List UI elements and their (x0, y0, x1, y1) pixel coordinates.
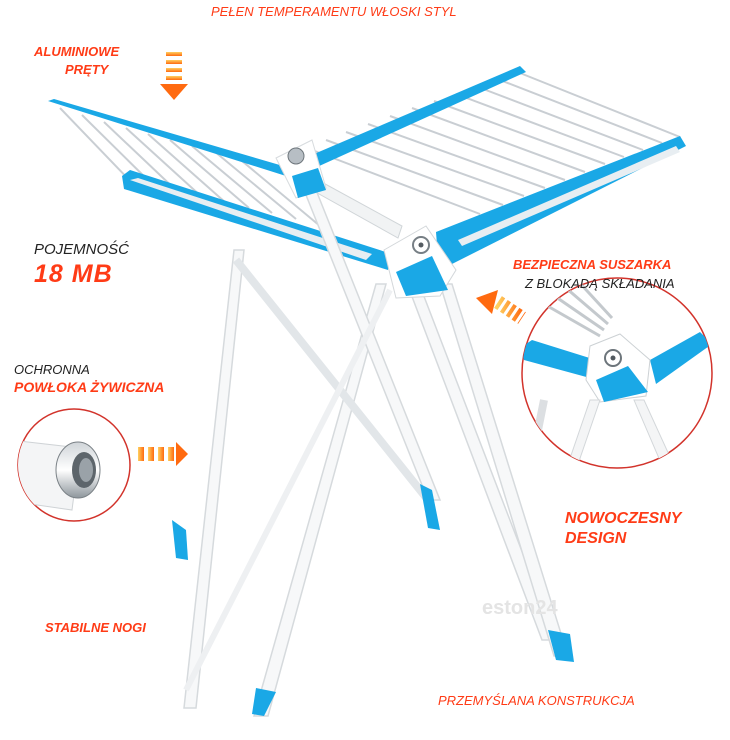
watermark: eston24 (482, 597, 558, 619)
left-wing-back-bar (48, 99, 290, 176)
right-wing-back-bar (300, 66, 526, 172)
safety-label-line1: BEZPIECZNA SUSZARKA (513, 257, 672, 272)
left-wing-front-highlight (130, 178, 372, 260)
coating-label-line1: OCHRONNA (14, 362, 90, 377)
aluminium-label-line2: PRĘTY (65, 62, 109, 77)
right-wing-rods (311, 72, 681, 215)
capacity-label: POJEMNOŚĆ (34, 241, 130, 258)
arrow-right-icon (138, 442, 188, 466)
left-wing-rods (59, 107, 321, 227)
arrow-up-left-icon (476, 290, 526, 324)
arrow-down-icon (160, 52, 188, 100)
leg-feet (172, 484, 574, 716)
design-label-line1: NOWOCZESNY (565, 510, 682, 527)
coating-detail-circle (17, 408, 131, 522)
aluminium-label-line1: ALUMINIOWE (34, 44, 120, 59)
coating-label-line2: POWŁOKA ŻYWICZNA (14, 379, 165, 395)
capacity-value: 18 MB (34, 260, 113, 288)
legs-label: STABILNE NOGI (45, 620, 146, 635)
legs (183, 179, 570, 717)
right-wing-front-highlight (458, 146, 680, 246)
cross-brace (232, 257, 432, 503)
top-hinge (275, 139, 327, 199)
page-title: PEŁEN TEMPERAMENTU WŁOSKI STYL (211, 4, 457, 19)
construction-label: PRZEMYŚLANA KONSTRUKCJA (438, 693, 635, 708)
central-hinge (383, 225, 457, 299)
lock-detail-circle (521, 277, 713, 469)
safety-label-line2: Z BLOKADĄ SKŁADANIA (525, 276, 675, 291)
design-label-line2: DESIGN (565, 530, 627, 547)
cross-brace-2 (183, 288, 393, 692)
